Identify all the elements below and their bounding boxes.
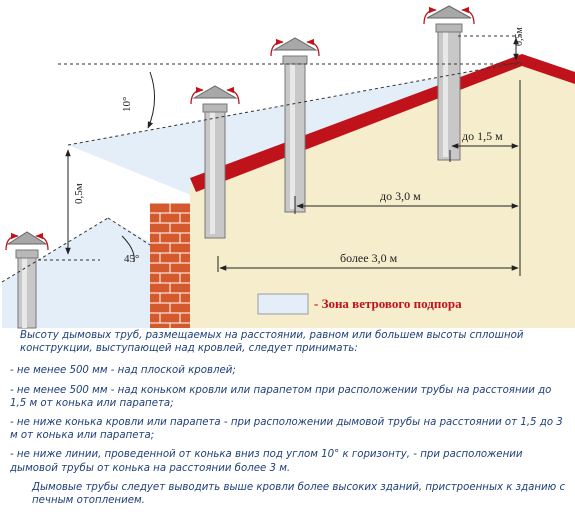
dim-more-30-label: более 3,0 м bbox=[340, 251, 398, 265]
chimney-near-1 bbox=[192, 85, 238, 239]
dim-30-label: до 3,0 м bbox=[380, 189, 421, 203]
legend-swatch bbox=[257, 293, 309, 315]
dim-05-right-label: 0,5м bbox=[514, 27, 525, 47]
caption-bullet: - не ниже конька кровли или парапета - п… bbox=[10, 417, 563, 442]
caption-note: Дымовые трубы следует выводить выше кров… bbox=[32, 481, 566, 507]
chimney-far-left bbox=[6, 231, 48, 329]
chimney-ridge bbox=[426, 5, 472, 161]
brick-wall bbox=[150, 202, 190, 328]
legend-label: - Зона ветрового подпора bbox=[314, 296, 462, 311]
chimney-height-diagram: 10° 45° 0,5м 0,5м до 1,5 м до 3,0 м боле… bbox=[1, 5, 575, 329]
caption: Высоту дымовых труб, размещаемых на расс… bbox=[10, 329, 566, 507]
guide-lines bbox=[1, 35, 523, 283]
angle-45-arc bbox=[121, 235, 135, 263]
smoke-swirls bbox=[5, 6, 475, 251]
roof bbox=[190, 54, 575, 192]
angle-10-label: 10° bbox=[121, 97, 133, 112]
caption-bullet: - не менее 500 мм - над плоской кровлей; bbox=[10, 365, 236, 377]
dim-15-label: до 1,5 м bbox=[462, 129, 503, 143]
caption-bullet: - не менее 500 мм - над коньком кровли и… bbox=[10, 384, 552, 409]
house-wall bbox=[190, 62, 575, 328]
dim-05-left-label: 0,5м bbox=[73, 183, 85, 204]
caption-intro: Высоту дымовых труб, размещаемых на расс… bbox=[20, 330, 524, 355]
caption-bullet: - не ниже линии, проведенной от конька в… bbox=[10, 449, 523, 474]
angle-10-arc bbox=[147, 71, 155, 129]
angle-45-label: 45° bbox=[124, 253, 139, 265]
